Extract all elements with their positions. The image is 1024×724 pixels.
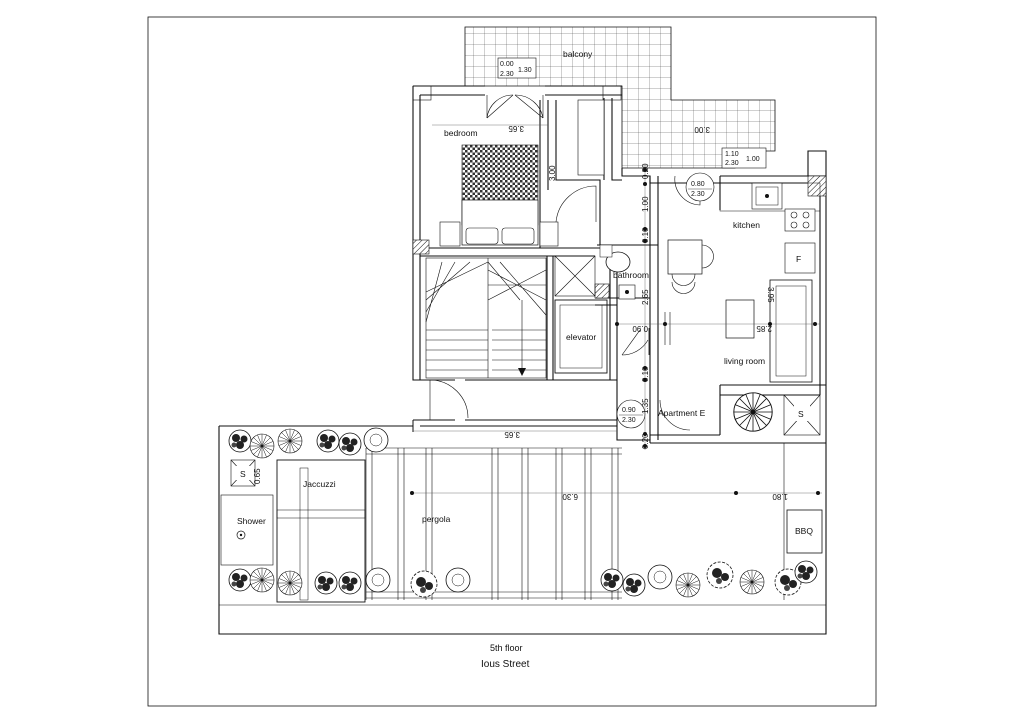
dim-010-b: 0.10	[641, 366, 650, 382]
balcony-tag-2: 2.30	[500, 71, 514, 78]
dim-065: 0.65	[253, 468, 262, 484]
sheet-frame	[147, 16, 877, 707]
window-tag-1: 1.10	[725, 151, 739, 158]
door-entry-1: 0.90	[622, 407, 636, 414]
jaccuzzi-label: Jaccuzzi	[303, 479, 336, 489]
roof-terrace: Jaccuzzi Shower S 0.65 BBQ pergola 6.30 …	[218, 420, 827, 635]
dim-020-bottom: 0.20	[641, 433, 650, 449]
dim-395: 3.95	[766, 287, 775, 303]
dim-180: 1.80	[772, 492, 788, 501]
dim-090: 0.90	[632, 324, 648, 333]
balcony-tag-1: 0.00	[500, 61, 514, 68]
bathroom: bathroom 0.80 2.30	[599, 172, 715, 300]
s-mark-right: S	[798, 409, 804, 419]
dim-630: 6.30	[562, 492, 578, 501]
living-room: living room Apartment E S 0.90 2.30	[616, 279, 821, 436]
dimension-chain-vertical: 0.20 1.00 0.10 2.65 0.10 1.35 0.20 0.90 …	[615, 163, 820, 450]
bbq-label: BBQ	[795, 526, 813, 536]
kitchen: F kitchen	[667, 182, 821, 294]
s-mark-left: S	[240, 469, 246, 479]
dim-010-a: 0.10	[641, 227, 650, 243]
living-room-label: living room	[724, 356, 765, 366]
stairs	[425, 255, 596, 420]
door-entry-2: 2.30	[622, 417, 636, 424]
shower-label: Shower	[237, 516, 266, 526]
dim-balcony-right: 3.00	[694, 125, 710, 134]
bedroom: bedroom 3.65 3.00	[432, 94, 605, 247]
dim-100: 1.00	[641, 196, 650, 212]
apartment-label: Apartment E	[658, 408, 706, 418]
pergola-label: pergola	[422, 514, 451, 524]
kitchen-label: kitchen	[733, 220, 760, 230]
dim-135: 1.35	[641, 398, 650, 414]
bathroom-label: bathroom	[613, 270, 649, 280]
window-tag-3: 1.00	[746, 156, 760, 163]
planters	[228, 427, 818, 598]
dim-265: 2.65	[641, 289, 650, 305]
dim-bedroom-height: 3.00	[548, 165, 557, 181]
balcony-label: balcony	[563, 49, 593, 59]
fridge-label: F	[796, 254, 801, 264]
balcony: 0.00 2.30 1.30 1.10 2.30 1.00 balcony 3.…	[464, 26, 776, 169]
dim-terrace-left: 3.65	[504, 430, 520, 439]
window-tag-2: 2.30	[725, 160, 739, 167]
dim-285: 2.85	[756, 324, 772, 333]
floor-title: 5th floor	[490, 643, 523, 653]
bedroom-label: bedroom	[444, 128, 478, 138]
elevator-label: elevator	[566, 332, 596, 342]
door-bath-2: 2.30	[691, 191, 705, 198]
door-bath-1: 0.80	[691, 181, 705, 188]
dim-bedroom-width: 3.65	[508, 124, 524, 133]
street-title: Ious Street	[481, 659, 530, 670]
elevator: elevator	[554, 299, 650, 374]
balcony-tag-3: 1.30	[518, 67, 532, 74]
dim-020-top: 0.20	[641, 163, 650, 179]
